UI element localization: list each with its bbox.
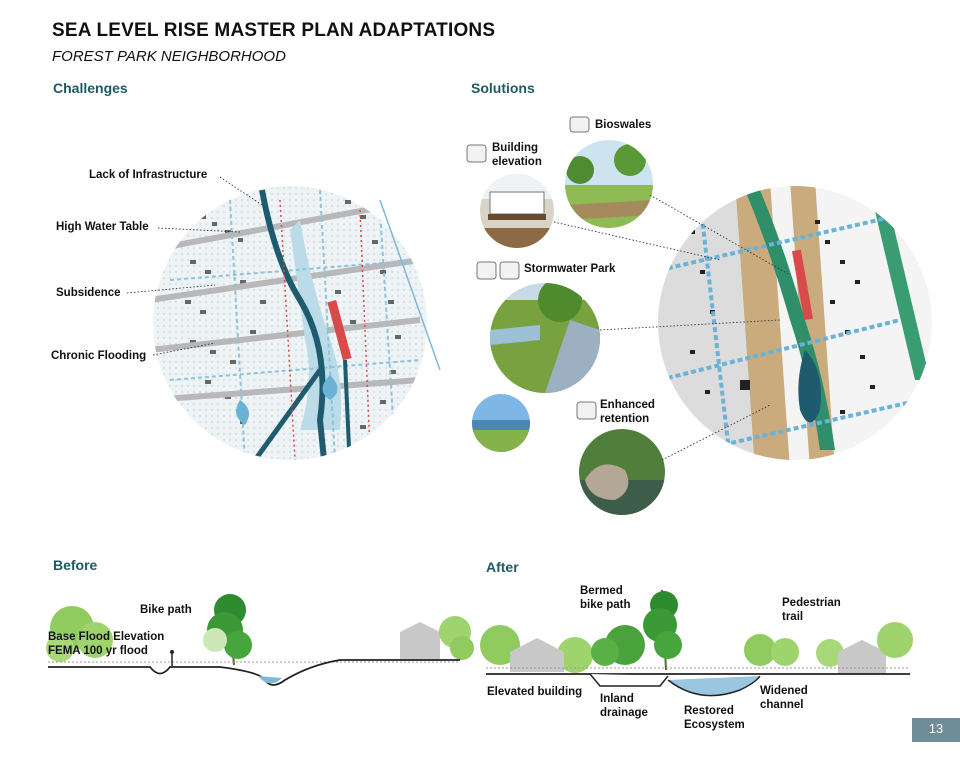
solution-bioswales-label: Bioswales: [595, 119, 652, 131]
after-restored-ecosystem-label: Restored Ecosystem: [684, 704, 745, 732]
challenges-map: [153, 186, 427, 460]
after-bermed-line1: Bermed: [580, 585, 623, 597]
after-widened-line2: channel: [760, 699, 804, 711]
solution-building-elevation-line1: Building: [492, 142, 538, 154]
after-widened-channel-label: Widened channel: [760, 684, 808, 712]
page-number: 13: [912, 718, 960, 742]
after-inland-line2: drainage: [600, 707, 648, 719]
after-section-diagram: [480, 589, 913, 697]
before-base-flood-line2: FEMA 100 yr flood: [48, 645, 148, 657]
after-bermed-line2: bike path: [580, 599, 631, 611]
solution-building-elevation-label: Building elevation: [492, 141, 542, 169]
solution-enhanced-retention-line1: Enhanced: [600, 399, 655, 411]
solution-stormwater-park-label: Stormwater Park: [524, 263, 616, 275]
before-base-flood-line1: Base Flood Elevation: [48, 631, 165, 643]
before-heading: Before: [53, 557, 98, 573]
solutions-heading: Solutions: [471, 80, 535, 96]
stormwater-park-photo: [490, 283, 600, 393]
solution-building-elevation-line2: elevation: [492, 156, 542, 168]
after-inland-drainage-label: Inland drainage: [600, 692, 648, 720]
building-elevation-icon: [466, 144, 487, 163]
after-widened-line1: Widened: [760, 685, 808, 697]
bioswales-icon: [569, 116, 590, 133]
solutions-map: [658, 186, 932, 460]
before-base-flood-label: Base Flood Elevation FEMA 100 yr flood: [48, 630, 164, 658]
stormwater-icon: [476, 261, 497, 280]
page-title: SEA LEVEL RISE MASTER PLAN ADAPTATIONS: [52, 20, 496, 41]
solution-enhanced-retention-label: Enhanced retention: [600, 398, 655, 426]
solution-enhanced-retention-line2: retention: [600, 413, 650, 425]
after-elevated-building-label: Elevated building: [487, 686, 583, 698]
challenge-high-water-table-label: High Water Table: [56, 221, 149, 233]
bioswales-photo: [565, 140, 653, 228]
retention-pond-photo: [472, 394, 530, 452]
enhanced-retention-photo: [579, 429, 665, 515]
after-inland-line1: Inland: [600, 693, 634, 705]
after-pedestrian-line1: Pedestrian: [782, 597, 841, 609]
after-restored-line1: Restored: [684, 705, 734, 717]
after-pedestrian-trail-label: Pedestrian trail: [782, 596, 841, 624]
before-bike-path-label: Bike path: [140, 604, 192, 616]
challenge-chronic-flooding-label: Chronic Flooding: [51, 350, 147, 362]
after-pedestrian-line2: trail: [782, 611, 804, 623]
challenges-heading: Challenges: [53, 80, 128, 96]
park-icon: [499, 261, 520, 280]
challenge-lack-infrastructure-label: Lack of Infrastructure: [89, 169, 208, 181]
after-bermed-bike-path-label: Bermed bike path: [580, 584, 630, 612]
after-heading: After: [486, 559, 519, 575]
retention-icon: [576, 401, 597, 420]
challenge-subsidence-label: Subsidence: [56, 287, 121, 299]
page-subtitle: FOREST PARK NEIGHBORHOOD: [52, 48, 286, 65]
after-restored-line2: Ecosystem: [684, 719, 745, 731]
building-elevation-photo: [480, 174, 554, 248]
before-section-diagram: [46, 594, 474, 686]
